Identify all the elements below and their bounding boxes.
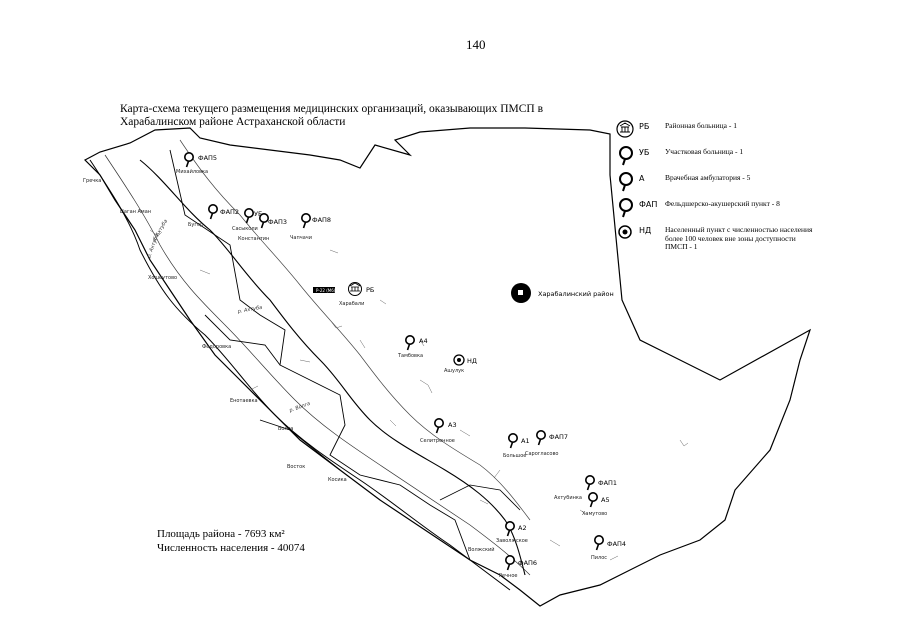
district-border (84, 127, 812, 607)
marker-fap4: ФАП4 (607, 540, 626, 548)
place-sasykoli: Сасыколи (232, 226, 258, 232)
legend-item-a: А Врачебная амбулатория - 5 (615, 170, 815, 192)
fap8-pin-icon (300, 213, 312, 229)
volga-river (89, 159, 511, 591)
place-zavolzhskoe: Заволжское (496, 538, 528, 544)
a5-pin-icon (587, 491, 599, 508)
place-fedorovka: Федоровка (202, 344, 231, 350)
place-tambovka: Тамбовка (397, 353, 423, 359)
place-grechka: Гречка (83, 178, 101, 184)
stats-area: Площадь района - 7693 км² (157, 528, 285, 540)
district-stats: Площадь района - 7693 км² Численность на… (157, 527, 305, 555)
fap7-pin-icon (535, 429, 547, 446)
pin-icon (619, 146, 633, 166)
place-akhtubinka: Ахтубинка (554, 495, 582, 501)
marker-fap7: ФАП7 (549, 433, 568, 441)
legend-item-nd: НД Населенный пункт с численностью насел… (615, 222, 815, 252)
marker-a5: А5 (601, 496, 610, 504)
fap4-pin-icon (593, 534, 605, 551)
place-rechnoe: Речное (499, 573, 517, 579)
legend-item-fap: ФАП Фельдшерско-акушерский пункт - 8 (615, 196, 815, 218)
fap6-pin-icon (504, 554, 516, 571)
marker-a1: А1 (521, 437, 530, 445)
place-mikhailovka: Михайловка (176, 168, 208, 175)
river-label-4: р. Ахтуба (151, 219, 169, 244)
river-label-2: р. Ахтуба (236, 305, 262, 315)
page-number: 140 (466, 37, 486, 52)
fap2-pin-icon (208, 204, 218, 220)
place-enotaevka: Енотаевка (230, 398, 258, 404)
place-konstantin: Константин (238, 236, 269, 242)
hospital-icon (616, 120, 634, 138)
place-khamutovo: Хамутово (582, 511, 607, 517)
marker-rb: РБ (366, 286, 374, 294)
fap3-pin-icon (258, 213, 270, 229)
place-volga: Волга (278, 426, 293, 432)
map-title: Карта-схема текущего размещения медицинс… (120, 103, 544, 128)
marker-fap5: ФАП5 (198, 154, 217, 162)
marker-a4: А4 (419, 337, 428, 345)
a3-pin-icon (433, 417, 445, 434)
legend-item-ub: УБ Участковая больница - 1 (615, 144, 815, 166)
stats-population: Численность населения - 40074 (157, 542, 305, 554)
a1-pin-icon (507, 432, 519, 449)
place-selitrennoe: Селитренное (420, 438, 455, 444)
channels (149, 229, 689, 561)
ub-pin-icon (244, 208, 254, 224)
road-sign: Р-22 (М6) (316, 288, 336, 293)
district-label: Харабалинский район (538, 290, 614, 298)
marker-fap6: ФАП6 (518, 559, 537, 567)
marker-fap3: ФАП3 (268, 218, 287, 226)
marker-a3: А3 (448, 421, 457, 429)
place-bolshoe: Большое (503, 453, 526, 459)
target-icon (618, 225, 632, 239)
fap1-pin-icon (584, 474, 596, 491)
marker-ub: УБ (254, 210, 262, 218)
pin-icon (619, 172, 633, 192)
place-volzhsky: Волжский (468, 546, 494, 553)
place-tsagan-aman: Цаган Аман (120, 209, 151, 215)
place-sarogla: Сарогласово (525, 451, 559, 457)
legend-item-rb: РБ Районная больница - 1 (615, 118, 815, 140)
marker-fap1: ФАП1 (598, 479, 617, 487)
a4-pin-icon (404, 334, 416, 351)
akhtuba-river (139, 159, 526, 576)
nd-target-icon (453, 354, 465, 366)
place-bugor: Бугор (188, 222, 203, 228)
place-khosheutovo: Хошеутово (148, 275, 177, 281)
marker-a2: А2 (518, 524, 527, 532)
place-kosika: Косика (328, 477, 347, 483)
marker-fap8: ФАП8 (312, 216, 331, 224)
place-chapchachi: Чапчачи (290, 235, 312, 241)
hospital-icon (348, 282, 362, 296)
place-vostok: Восток (287, 464, 305, 470)
place-ashuluk: Ашулук (444, 368, 464, 374)
pin-icon (619, 198, 633, 218)
marker-fap2: ФАП2 (220, 208, 239, 216)
marker-nd: НД (467, 357, 477, 365)
place-pilios: Пилос (591, 555, 607, 561)
place-kharabali: Харабали (339, 301, 364, 307)
fap5-pin-icon (184, 152, 194, 168)
